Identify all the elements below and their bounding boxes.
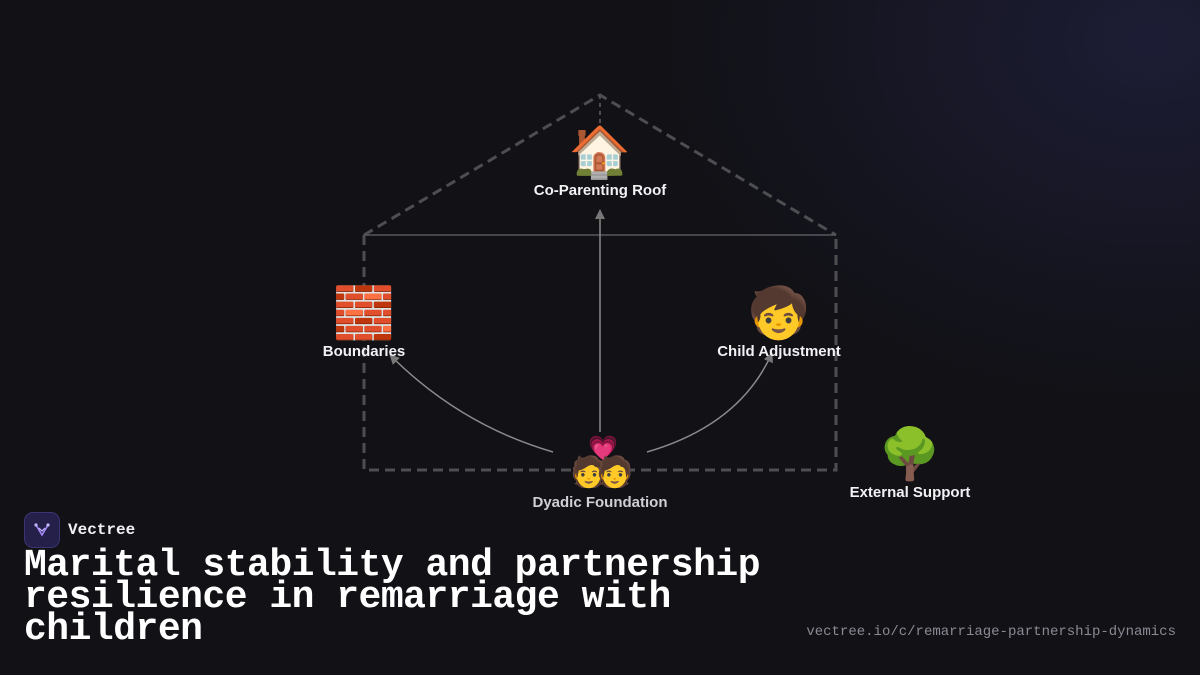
node-label: Child Adjustment bbox=[717, 343, 841, 360]
house-walls-outline bbox=[362, 235, 838, 472]
node-external-support: 🌳 External Support bbox=[850, 426, 971, 501]
node-child-adjustment: 🧒 Child Adjustment bbox=[717, 285, 841, 360]
brand[interactable]: Vectree bbox=[24, 512, 135, 548]
couple-with-heart-icon: 💗 🧑 🧑 bbox=[570, 435, 634, 490]
arrow-foundation-to-child bbox=[646, 352, 773, 453]
node-dyadic-foundation: 💗 🧑 🧑 Dyadic Foundation bbox=[532, 435, 668, 512]
tree-icon: 🌳 bbox=[878, 426, 942, 482]
node-boundaries: 🧱 Boundaries bbox=[323, 285, 406, 360]
node-label: Boundaries bbox=[322, 343, 406, 360]
brick-wall-icon: 🧱 bbox=[332, 285, 396, 341]
arrow-foundation-to-boundaries bbox=[389, 354, 554, 453]
page-title: Marital stability and partnership resili… bbox=[24, 544, 761, 651]
page-url[interactable]: vectree.io/c/remarriage-partnership-dyna… bbox=[806, 624, 1176, 640]
brand-name: Vectree bbox=[68, 521, 136, 539]
node-label: Dyadic Foundation bbox=[532, 494, 668, 511]
node-co-parenting-roof: 🏠 Co-Parenting Roof bbox=[534, 124, 667, 199]
house-icon: 🏠 bbox=[568, 124, 632, 180]
node-label: Co-Parenting Roof bbox=[533, 182, 667, 199]
node-label: External Support bbox=[849, 484, 971, 501]
child-icon: 🧒 bbox=[747, 285, 811, 341]
vectree-logo-icon bbox=[24, 512, 60, 548]
